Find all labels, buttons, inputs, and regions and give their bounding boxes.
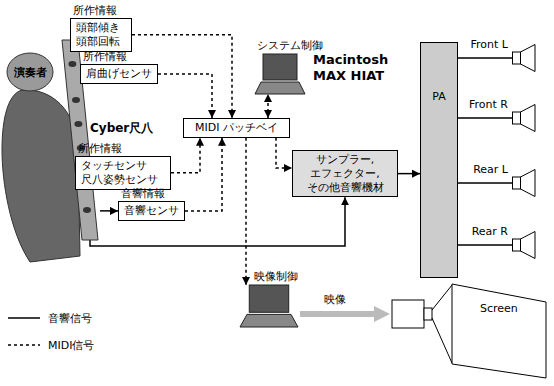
- audio-signal-line: [90, 197, 345, 246]
- speaker-outline: [512, 231, 536, 259]
- audio-signal-line: [458, 244, 512, 246]
- projector-lens: [424, 308, 432, 320]
- patchbay-box: MIDI パッチベイ: [183, 118, 290, 138]
- midi-signal-line: [158, 74, 212, 118]
- node-heading: 所作情報: [78, 142, 122, 156]
- pa-box-outline: [420, 42, 458, 278]
- midi-signal-line: [245, 138, 247, 285]
- audio-signal-line: [458, 117, 512, 119]
- system-laptop-outline: [255, 54, 305, 94]
- sampler-box: サンプラー, エフェクター, その他音響機材: [292, 150, 398, 197]
- speaker-outline: [512, 169, 536, 197]
- node-label: MIDI パッチベイ: [189, 121, 284, 135]
- speaker: Front R: [512, 104, 536, 132]
- audio-signal-line: [398, 173, 420, 175]
- speaker: Rear L: [512, 169, 536, 197]
- info-box: 所作情報肩曲げセンサ: [80, 64, 158, 84]
- node-label: Screen: [480, 302, 518, 315]
- video-laptop-outline: [240, 285, 298, 327]
- node-label: Cyber尺八: [90, 120, 153, 137]
- legend-line-dashed: [8, 344, 40, 346]
- info-box: 所作情報頭部傾き 頭部回転: [70, 18, 132, 52]
- system-laptop: システム制御Macintosh MAX HIAT: [255, 54, 305, 94]
- node-label: Rear L: [473, 163, 508, 176]
- screen: Screen: [450, 282, 548, 382]
- speaker-outline: [512, 44, 536, 72]
- video-laptop: 映像制御: [240, 285, 298, 327]
- midi-signal-line: [185, 138, 222, 211]
- audio-signal-line: [458, 57, 512, 59]
- pa-box: PA: [420, 42, 458, 278]
- node-label: Macintosh MAX HIAT: [313, 52, 388, 83]
- speaker: Rear R: [512, 231, 536, 259]
- performer-head: 演奏者: [6, 52, 54, 92]
- audio-signal-line: [458, 182, 512, 184]
- node-label: 頭部傾き 頭部回転: [76, 21, 126, 49]
- node-label: タッチセンサ 尺八姿勢センサ: [81, 159, 165, 187]
- speaker-outline: [512, 104, 536, 132]
- projector: [392, 300, 424, 328]
- audio-signal-line: [100, 210, 118, 212]
- legend-text: MIDI信号: [48, 338, 94, 353]
- node-heading: 所作情報: [83, 50, 127, 64]
- video-arrow-head: [374, 306, 390, 322]
- speaker: Front L: [512, 44, 536, 72]
- node-heading: システム制御: [257, 38, 323, 53]
- performer-body: [2, 90, 80, 262]
- projection-line: [432, 285, 452, 310]
- node-heading: 所作情報: [73, 4, 117, 18]
- legend-line-solid: [8, 317, 40, 319]
- projection-line: [432, 318, 452, 363]
- node-label: 音響センサ: [124, 204, 179, 218]
- node-label: Front L: [471, 38, 508, 51]
- midi-signal-line: [276, 138, 292, 168]
- screen-outline: [450, 282, 548, 382]
- video-arrow: [300, 311, 376, 317]
- node-label: 演奏者: [6, 65, 54, 80]
- node-label: 肩曲げセンサ: [86, 67, 152, 81]
- legend-text: 音響信号: [48, 311, 92, 326]
- info-box: 所作情報タッチセンサ 尺八姿勢センサ: [75, 156, 171, 190]
- node-label: Rear R: [472, 225, 508, 238]
- info-box: 音響情報音響センサ: [118, 201, 185, 221]
- midi-signal-line: [267, 94, 269, 118]
- node-label: Front R: [469, 98, 508, 111]
- node-heading: 映像制御: [254, 269, 298, 284]
- midi-signal-line: [171, 138, 200, 173]
- signal-label: 映像: [324, 292, 346, 307]
- node-label: サンプラー, エフェクター, その他音響機材: [298, 153, 392, 194]
- node-label: PA: [420, 90, 458, 103]
- node-heading: 音響情報: [121, 187, 165, 201]
